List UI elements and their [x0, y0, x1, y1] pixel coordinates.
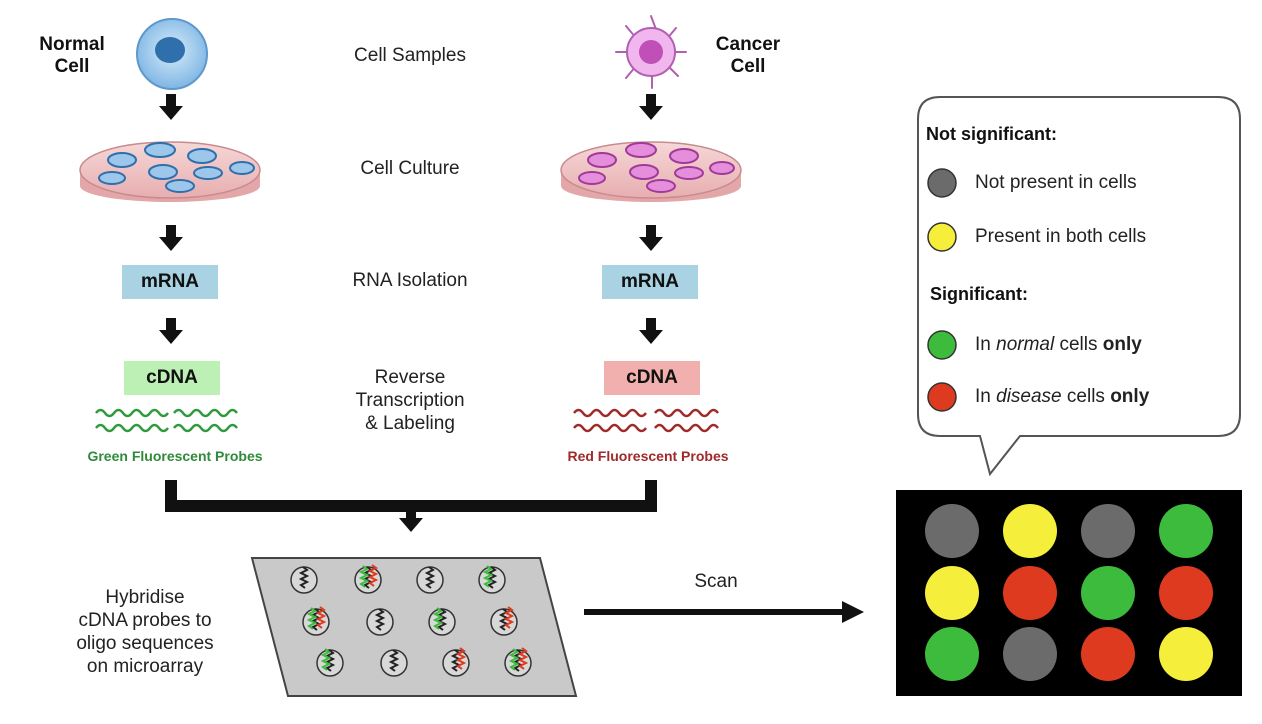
scan-dot-green: [925, 627, 979, 681]
red-probe-waves: [573, 408, 719, 433]
microarray-spot-none: [380, 649, 408, 677]
cancer-cell-icon: [615, 15, 687, 89]
merge-connector: [165, 480, 657, 532]
step-reverse-transcription: Reverse Transcription & Labeling: [355, 367, 465, 434]
microarray-slide: [250, 557, 578, 697]
step-cell-samples: Cell Samples: [354, 45, 466, 66]
scan-dot-green: [1159, 504, 1213, 558]
legend-dot-red: [927, 382, 957, 412]
scan-arrow: [584, 601, 864, 623]
green-probe-waves: [95, 408, 238, 433]
microarray-spot-green-red: [504, 647, 532, 677]
cancer-culture-dish: [560, 141, 742, 202]
scan-dot-yellow: [925, 566, 979, 620]
microarray-spot-green-red: [354, 564, 382, 594]
cdna-left-label: cDNA: [146, 367, 198, 388]
scan-result-panel: [896, 490, 1242, 696]
scan-dot-green: [1081, 566, 1135, 620]
microarray-spot-red: [490, 606, 518, 636]
red-probes-label: Red Fluorescent Probes: [567, 448, 729, 464]
green-probes-label: Green Fluorescent Probes: [87, 448, 263, 464]
mrna-left-box: [122, 265, 218, 299]
microarray-spot-green-red: [302, 606, 330, 636]
cdna-left-box: [124, 361, 220, 395]
scan-label: Scan: [694, 571, 738, 592]
scan-dot-grey: [925, 504, 979, 558]
legend-item-1: Present in both cells: [975, 226, 1147, 247]
normal-cell-icon: [136, 18, 208, 90]
legend-dot-grey: [927, 168, 957, 198]
step-rna-isolation: RNA Isolation: [352, 270, 468, 291]
legend-item-0: Not present in cells: [975, 172, 1137, 193]
microarray-spot-none: [416, 566, 444, 594]
microarray-spot-green: [316, 648, 344, 677]
scan-dot-yellow: [1003, 504, 1057, 558]
microarray-spot-green: [428, 607, 456, 636]
hybridise-label: Hybridise cDNA probes to oligo sequences…: [76, 587, 214, 677]
scan-dot-red: [1159, 566, 1213, 620]
microarray-spot-green: [478, 565, 506, 594]
mrna-right-label: mRNA: [620, 271, 680, 292]
legend-dot-green: [927, 330, 957, 360]
mrna-right-box: [602, 265, 698, 299]
scan-dot-yellow: [1159, 627, 1213, 681]
legend-callout: [917, 96, 1241, 477]
legend-item-2: In normal cells only: [975, 334, 1142, 355]
right-flow-arrows: [639, 94, 663, 344]
legend-significant-heading: Significant:: [930, 284, 1028, 304]
legend-dot-yellow: [927, 222, 957, 252]
microarray-spot-none: [366, 608, 394, 636]
cdna-right-label: cDNA: [626, 367, 678, 388]
legend-not-significant-heading: Not significant:: [926, 124, 1057, 144]
legend-item-3: In disease cells only: [975, 386, 1150, 407]
step-cell-culture: Cell Culture: [360, 158, 460, 179]
scan-dot-red: [1081, 627, 1135, 681]
scan-dot-grey: [1003, 627, 1057, 681]
scan-dot-grey: [1081, 504, 1135, 558]
microarray-spot-red: [442, 647, 470, 677]
mrna-left-label: mRNA: [140, 271, 200, 292]
scan-dot-red: [1003, 566, 1057, 620]
microarray-spot-none: [290, 566, 318, 594]
left-flow-arrows: [159, 94, 183, 344]
normal-culture-dish: [79, 141, 261, 202]
cdna-right-box: [604, 361, 700, 395]
